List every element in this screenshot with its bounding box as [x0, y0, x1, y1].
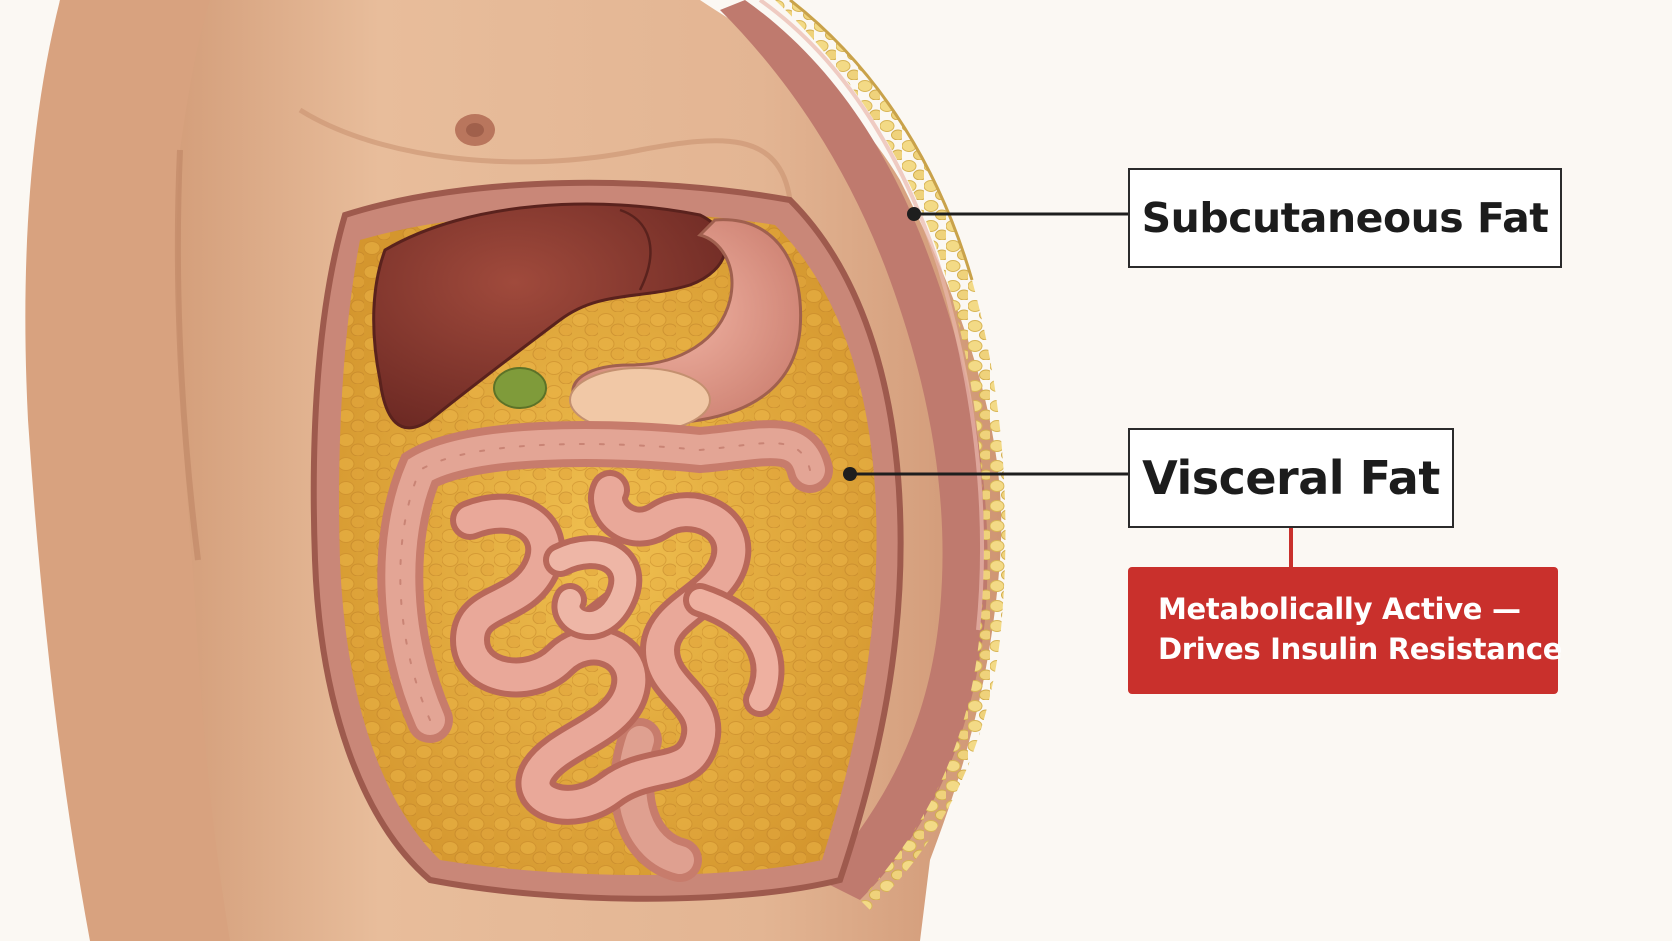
abdominal-wall-cross-section: [720, 0, 1006, 910]
subcutaneous-fat-label-text: Subcutaneous Fat: [1141, 194, 1549, 242]
liver: [372, 202, 727, 430]
small-intestine: [450, 470, 785, 825]
visceral-fat-label-text: Visceral Fat: [1142, 451, 1440, 505]
gallbladder: [493, 367, 547, 409]
stomach: [569, 218, 803, 433]
leader-lines: [843, 207, 1293, 567]
visceral-marker-dot: [843, 467, 857, 481]
visceral-fat-callout: Metabolically Active — Drives Insulin Re…: [1128, 567, 1563, 694]
visceral-fat-label: Visceral Fat: [1128, 428, 1454, 528]
callout-line-2: Drives Insulin Resistance: [1158, 632, 1563, 666]
subcutaneous-marker-dot: [907, 207, 921, 221]
subcutaneous-fat-label: Subcutaneous Fat: [1128, 168, 1562, 268]
callout-line-1: Metabolically Active —: [1158, 592, 1521, 626]
right-arm: [25, 0, 230, 941]
